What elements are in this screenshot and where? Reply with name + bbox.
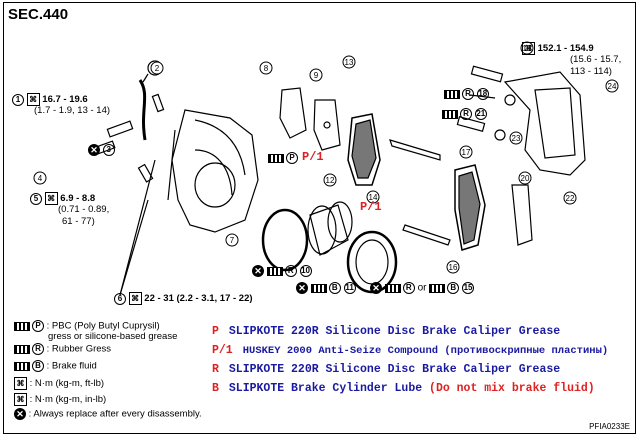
part-2: 2 (155, 64, 160, 73)
legend-r: R : Rubber Gress (14, 343, 111, 355)
legend-torque-ft: ⌘ : N·m (kg-m, ft-lb) (14, 377, 104, 390)
part-4: 4 (38, 174, 43, 183)
torque-19: ⌘ 152.1 - 154.9 (522, 42, 594, 55)
part-17: 17 (462, 148, 471, 157)
part-12: 12 (326, 176, 335, 185)
section-title: SEC.440 (8, 6, 69, 23)
torque-19-sub2: 113 - 114) (570, 66, 612, 77)
red-mark-p1-b: P/1 (360, 200, 382, 214)
torque-1-sub: (1.7 - 1.9, 13 - 14) (34, 105, 111, 116)
part-19: 19 (523, 44, 532, 53)
part-11-marks: ✕ B 11 (296, 282, 356, 294)
torque-19-sub1: (15.6 - 15.7, (570, 54, 622, 65)
part-15-marks: ✕ R or B 15 (370, 282, 475, 294)
part-14: 14 (369, 193, 378, 202)
replace-mark-3: ✕ 3 (88, 144, 115, 156)
part-8: 8 (264, 64, 269, 73)
torque-6: 6 ⌘ 22 - 31 (2.2 - 3.1, 17 - 22) (114, 292, 253, 305)
part-16: 16 (449, 263, 458, 272)
part-23: 23 (512, 134, 521, 143)
red-mark-p1-a: P/1 (302, 150, 324, 164)
legend-replace: ✕ : Always replace after every disassemb… (14, 408, 202, 420)
part-20: 20 (521, 174, 530, 183)
part-13: 13 (345, 58, 354, 67)
grease-p-mark: P (268, 152, 298, 164)
legend-torque-in: ⌘ : N·m (kg-m, in-lb) (14, 393, 106, 406)
diagram-frame (3, 2, 636, 434)
legend-p-2: gress or silicone-based grease (48, 331, 178, 342)
torque-5: 5 ⌘ 6.9 - 8.8 (30, 192, 95, 205)
figure-id: PFIA0233E (589, 422, 630, 431)
part-10-marks: ✕ R 10 (252, 265, 312, 277)
torque-1: 1 ⌘ 16.7 - 19.6 (12, 93, 88, 106)
part-9: 9 (314, 71, 319, 80)
part-22: 22 (566, 194, 575, 203)
part-24: 24 (608, 82, 617, 91)
part-21-marks: R 21 (442, 108, 487, 120)
torque-5-sub2: 61 - 77) (62, 216, 95, 227)
torque-5-sub1: (0.71 - 0.89, (58, 204, 110, 215)
legend-b: B : Brake fluid (14, 360, 97, 372)
legend-p: P : PBC (Poly Butyl Cuprysil) (14, 320, 160, 332)
part-18-marks: R 18 (444, 88, 489, 100)
part-7: 7 (230, 236, 235, 245)
